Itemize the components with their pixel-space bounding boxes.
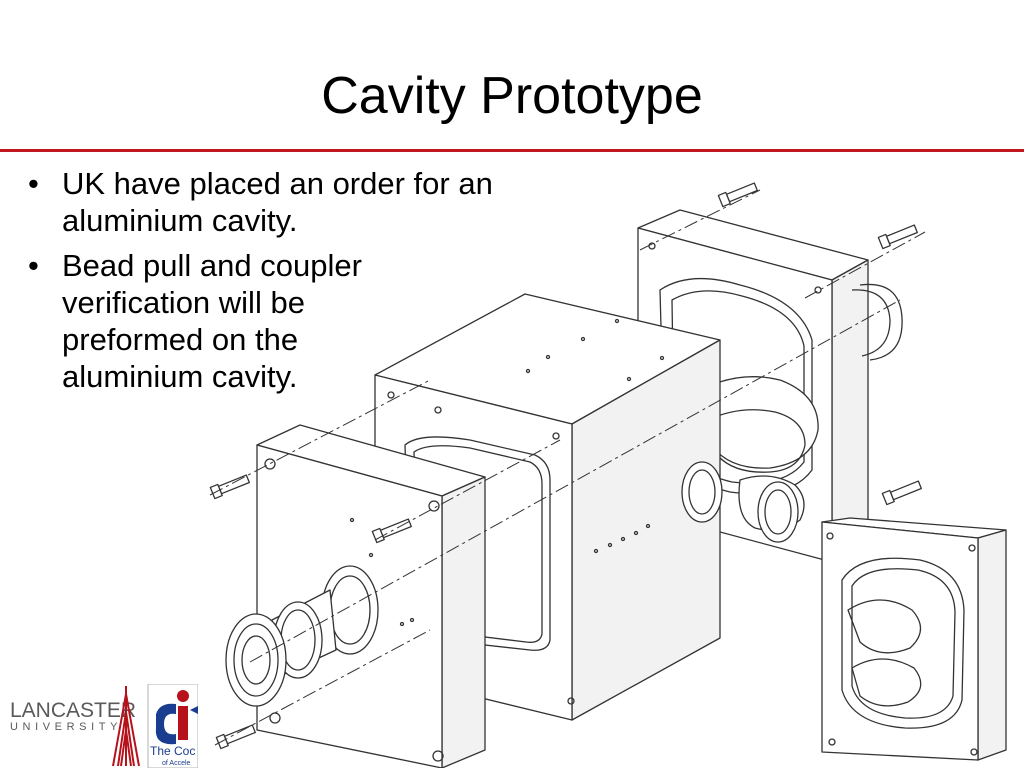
cockcroft-name-line2: of Accele: [162, 760, 191, 767]
bolts: [209, 182, 922, 750]
lancaster-university-logo: LANCASTER UNIVERSITY The Coc of Accele: [10, 684, 198, 768]
slide-title: Cavity Prototype: [321, 67, 703, 125]
lancaster-wordmark-bottom: UNIVERSITY: [10, 721, 122, 733]
bullet-text: Bead pull and coupler verification will …: [62, 248, 362, 394]
centre-lines: [209, 189, 926, 746]
bullet-item: • Bead pull and coupler verification wil…: [22, 247, 622, 395]
bullet-marker: •: [28, 166, 39, 201]
cockcroft-name-line1: The Coc: [150, 744, 195, 758]
internal-cells: [699, 376, 819, 543]
bullet-marker: •: [28, 248, 39, 283]
lancaster-wordmark-top: LANCASTER: [10, 699, 136, 722]
title-divider: [0, 149, 1024, 152]
cockcroft-emblem-icon: [155, 690, 198, 745]
front-flanges: [225, 565, 379, 707]
bullet-text: UK have placed an order for an aluminium…: [62, 166, 493, 238]
bullet-list: • UK have placed an order for an alumini…: [22, 165, 622, 403]
bullet-item: • UK have placed an order for an alumini…: [22, 165, 622, 239]
lancaster-emblem-icon: [112, 686, 140, 767]
end-plate-detail: [821, 517, 1007, 761]
